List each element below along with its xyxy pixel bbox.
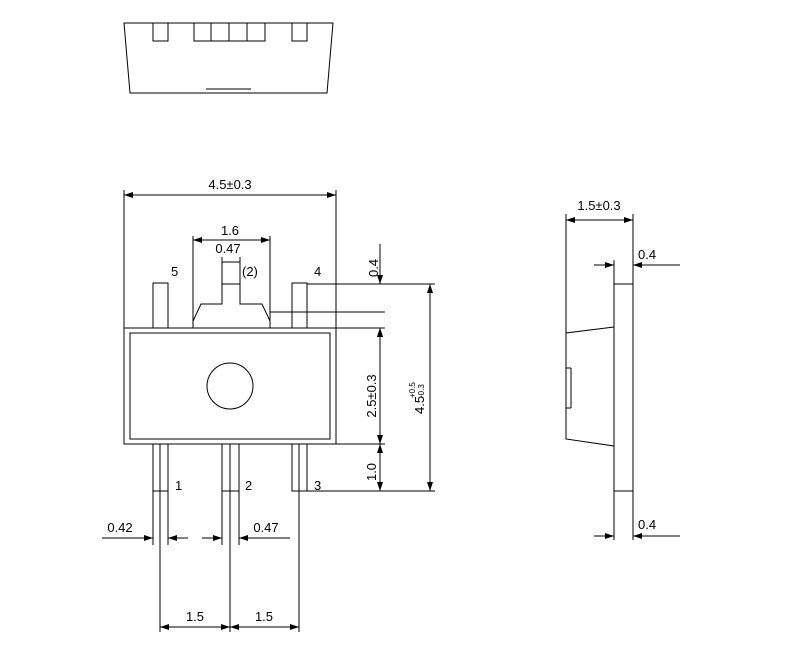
pin-label-1: 1 bbox=[175, 478, 182, 493]
pin-label-5: 5 bbox=[171, 264, 178, 279]
pin-4 bbox=[291, 282, 308, 329]
pin-label-2: 2 bbox=[245, 478, 252, 493]
dim-tab-neck-label: 0.47 bbox=[215, 241, 240, 256]
pin-5 bbox=[152, 282, 169, 329]
dim-pin-width-label: 0.42 bbox=[107, 520, 132, 535]
front-view-dimensions: 4.5±0.3 1.6 0.47 (2) 0.4 2.5±0.3 1.0 4.5 bbox=[102, 177, 435, 632]
dim-side-thickness-label: 1.5±0.3 bbox=[577, 198, 620, 213]
dim-body-height-label: 2.5±0.3 bbox=[364, 374, 379, 417]
dim-side-lead-top-label: 0.4 bbox=[638, 247, 656, 262]
dim-pin-bottom-label: 1.0 bbox=[364, 463, 379, 481]
side-lead bbox=[613, 283, 634, 492]
dim-overall-height-tol-minus: -0.3 bbox=[417, 384, 426, 398]
ejector-pin-mark bbox=[206, 362, 254, 410]
tab-pin-label: (2) bbox=[242, 264, 258, 279]
dim-tab-width-label: 1.6 bbox=[221, 223, 239, 238]
side-view: 1.5±0.3 0.4 0.4 bbox=[565, 198, 680, 540]
pin-label-3: 3 bbox=[314, 478, 321, 493]
top-view-pin-right bbox=[291, 22, 308, 42]
pin-label-4: 4 bbox=[314, 264, 321, 279]
dim-overall-height-tol-plus: +0.5 bbox=[408, 382, 417, 398]
dim-pin-top-label: 0.4 bbox=[366, 259, 381, 277]
dim-pitch-right-label: 1.5 bbox=[255, 609, 273, 624]
dim-mid-pin-width-label: 0.47 bbox=[253, 520, 278, 535]
dim-side-lead-bottom-label: 0.4 bbox=[638, 517, 656, 532]
package-body-inner bbox=[129, 332, 331, 440]
dim-pitch-left-label: 1.5 bbox=[186, 609, 204, 624]
heat-sink-tab bbox=[192, 283, 271, 329]
dim-overall-width-label: 4.5±0.3 bbox=[208, 177, 251, 192]
top-view-pin-left bbox=[152, 22, 169, 42]
top-view bbox=[123, 22, 334, 94]
dim-overall-height-label: 4.5 bbox=[412, 396, 427, 414]
side-body bbox=[565, 326, 615, 447]
package-body bbox=[123, 327, 337, 445]
